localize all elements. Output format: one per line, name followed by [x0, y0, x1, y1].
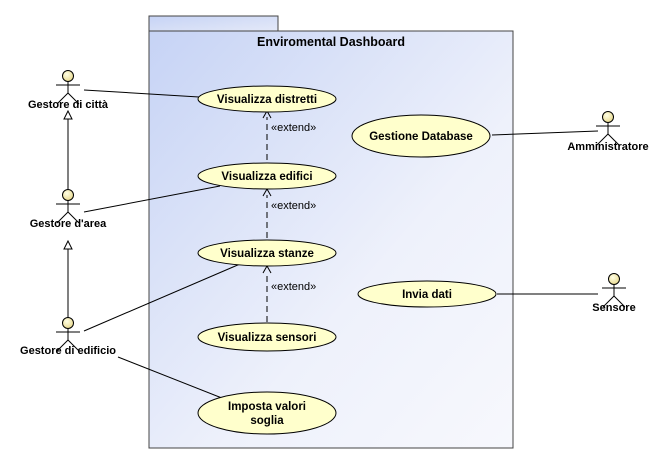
stick-figure-icon	[56, 189, 80, 224]
usecase-label: Visualizza sensori	[218, 332, 317, 344]
usecase-imposta-valori-soglia[interactable]: Imposta valori soglia	[197, 391, 337, 435]
stick-figure-icon	[602, 273, 626, 308]
usecase-visualizza-sensori[interactable]: Visualizza sensori	[197, 322, 337, 352]
usecase-label: Visualizza stanze	[220, 248, 314, 260]
actor-label: Amministratore	[567, 141, 648, 153]
actor-gestore-citta[interactable]: Gestore di città	[28, 70, 109, 112]
system-title: Enviromental Dashboard	[257, 35, 405, 49]
gen-arrow-citta	[63, 109, 73, 120]
actor-label: Gestore di città	[28, 99, 109, 111]
extend-label-2: «extend»	[271, 200, 316, 212]
assoc-edificio-imposta	[117, 356, 233, 403]
actor-amministratore[interactable]: Amministratore	[567, 111, 649, 154]
usecase-visualizza-edifici[interactable]: Visualizza edifici	[197, 162, 337, 190]
actors: Gestore di città Gestore d'area Gestore	[20, 70, 649, 358]
stick-figure-icon	[56, 70, 80, 105]
extend-label-3: «extend»	[271, 281, 316, 293]
assoc-citta-distretti	[83, 89, 200, 98]
usecase-label-line1: Imposta valori	[228, 401, 306, 413]
usecase-gestione-database[interactable]: Gestione Database	[351, 114, 491, 158]
usecase-label: Visualizza edifici	[221, 171, 312, 183]
usecase-label: Gestione Database	[369, 131, 473, 143]
generalizations	[63, 109, 73, 318]
assoc-edificio-stanze	[83, 263, 241, 332]
stick-figure-icon	[596, 111, 620, 146]
usecase-visualizza-stanze[interactable]: Visualizza stanze	[197, 239, 337, 267]
actor-label: Gestore d'area	[30, 218, 107, 230]
extend-label-1: «extend»	[271, 122, 316, 134]
system-boundary: Enviromental Dashboard	[148, 15, 514, 449]
extends: «extend» «extend» «extend»	[262, 109, 316, 322]
usecases: Visualizza distretti Visualizza edifici …	[197, 85, 497, 435]
associations	[83, 89, 599, 403]
assoc-area-edifici	[83, 185, 221, 213]
usecase-label-line2: soglia	[250, 415, 284, 427]
actor-gestore-edificio[interactable]: Gestore di edificio	[20, 317, 116, 358]
usecase-visualizza-distretti[interactable]: Visualizza distretti	[197, 85, 337, 113]
stick-figure-icon	[56, 317, 80, 352]
assoc-admin-database	[491, 130, 599, 136]
system-tab	[148, 15, 279, 32]
usecase-invia-dati[interactable]: Invia dati	[357, 280, 497, 308]
usecase-label: Invia dati	[402, 289, 452, 301]
actor-label: Sensore	[592, 302, 635, 314]
actor-gestore-area[interactable]: Gestore d'area	[30, 189, 107, 231]
gen-arrow-area	[63, 239, 73, 250]
usecase-label: Visualizza distretti	[217, 94, 317, 106]
actor-label: Gestore di edificio	[20, 345, 116, 357]
actor-sensore[interactable]: Sensore	[592, 273, 636, 315]
